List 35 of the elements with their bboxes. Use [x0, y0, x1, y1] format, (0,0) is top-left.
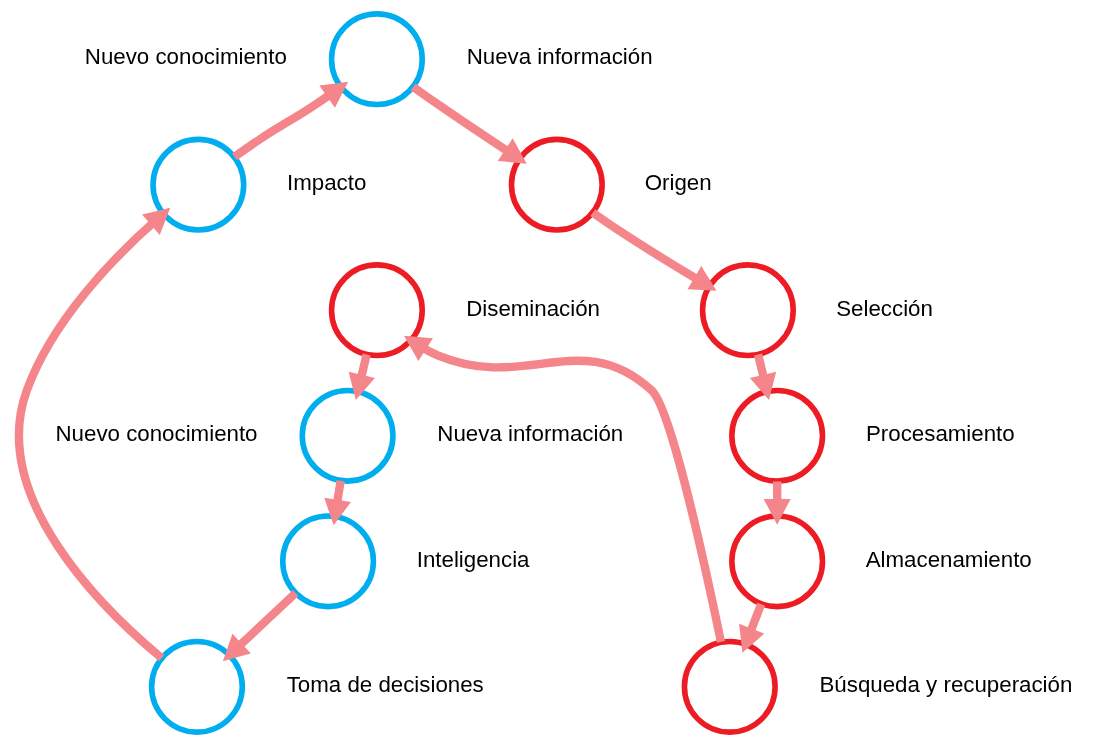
node-label: Nuevo conocimiento	[55, 421, 258, 447]
node-circle	[149, 136, 246, 233]
node-label: Nuevo conocimiento	[84, 44, 287, 70]
arrow	[14, 207, 170, 662]
node-circle	[328, 11, 425, 108]
node-circle	[148, 638, 245, 735]
node-circle	[279, 513, 376, 610]
node-label: Impacto	[286, 170, 366, 196]
node-label: Nueva información	[436, 421, 623, 447]
node-label: Origen	[644, 170, 712, 196]
arrow	[403, 335, 725, 643]
arrow	[231, 81, 348, 161]
arrow	[589, 209, 717, 291]
node-circle	[728, 513, 825, 610]
arrow	[763, 481, 791, 525]
node-label: Búsqueda y recuperación	[819, 672, 1072, 698]
node-circle	[699, 262, 796, 359]
arrow	[410, 83, 527, 164]
node-circle	[681, 638, 778, 735]
node-label: Toma de decisiones	[286, 672, 484, 698]
arrow	[323, 480, 351, 526]
arrow	[738, 602, 765, 653]
arrow	[749, 353, 776, 401]
arrow	[348, 353, 375, 401]
node-circle	[508, 136, 605, 233]
arrow	[222, 589, 298, 662]
node-circle	[328, 262, 425, 359]
node-label: Diseminación	[465, 295, 600, 321]
node-label: Procesamiento	[865, 421, 1015, 447]
node-label: Inteligencia	[416, 546, 530, 572]
node-circle	[298, 387, 396, 484]
node-label: Selección	[835, 295, 933, 321]
node-label: Almacenamiento	[865, 546, 1032, 572]
node-label: Nueva información	[466, 44, 653, 70]
node-circle	[728, 387, 825, 484]
